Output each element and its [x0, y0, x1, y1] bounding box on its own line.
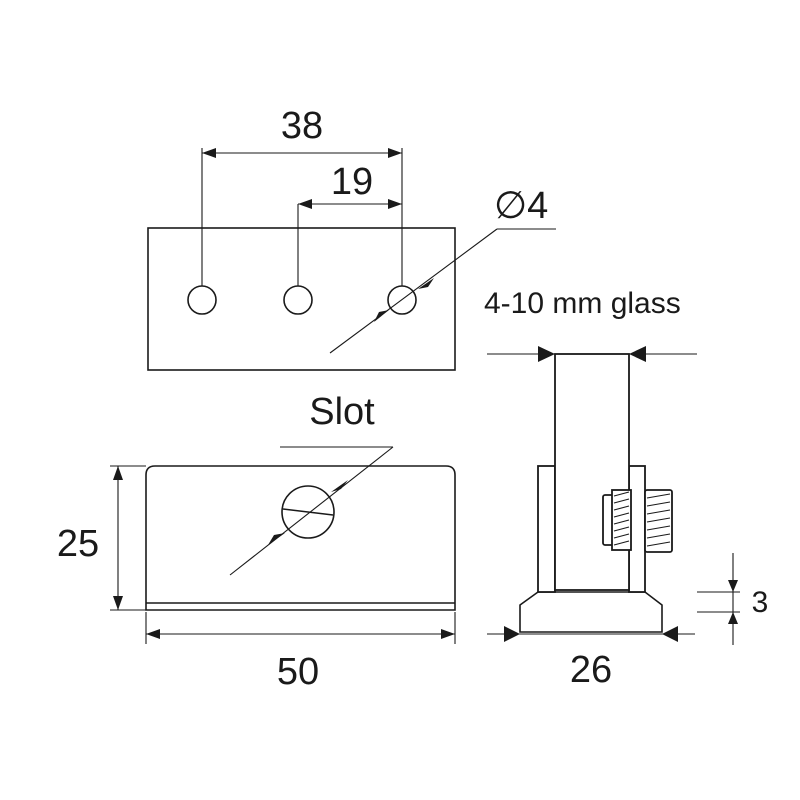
front-view: Slot 25 50	[57, 391, 456, 693]
dimension-3: 3	[697, 553, 768, 645]
top-view-plate	[147, 227, 456, 371]
dimension-38-label: 38	[281, 105, 323, 147]
slot-label: Slot	[309, 391, 375, 433]
slot-screw-head	[281, 485, 335, 539]
dimension-26-label: 26	[570, 649, 612, 691]
dimension-glass: 4-10 mm glass	[484, 287, 697, 362]
side-view: 4-10 mm glass 26 3	[484, 287, 768, 691]
top-view: 38 19 ∅4	[147, 105, 556, 371]
side-view-base	[519, 591, 663, 633]
hole-left	[187, 285, 217, 315]
dimension-50-label: 50	[277, 651, 319, 693]
dimension-19-label: 19	[331, 161, 373, 203]
dimension-50: 50	[145, 612, 456, 693]
dimension-diameter-label: ∅4	[494, 185, 548, 227]
front-view-body	[145, 465, 456, 611]
slot-leader: Slot	[229, 391, 394, 576]
dimension-glass-label: 4-10 mm glass	[484, 287, 681, 320]
hole-middle	[283, 285, 313, 315]
dimension-38: 38	[202, 105, 402, 158]
dimension-3-label: 3	[752, 586, 769, 619]
side-view-left-jaw	[537, 465, 556, 593]
dimension-25: 25	[57, 465, 146, 611]
dimension-diameter: ∅4	[329, 185, 556, 354]
side-view-glass	[554, 353, 630, 591]
side-view-screw	[602, 489, 673, 553]
slot-line	[282, 508, 334, 516]
dimension-25-label: 25	[57, 523, 99, 565]
dimension-26: 26	[487, 626, 695, 691]
dimension-19: 19	[298, 161, 402, 209]
